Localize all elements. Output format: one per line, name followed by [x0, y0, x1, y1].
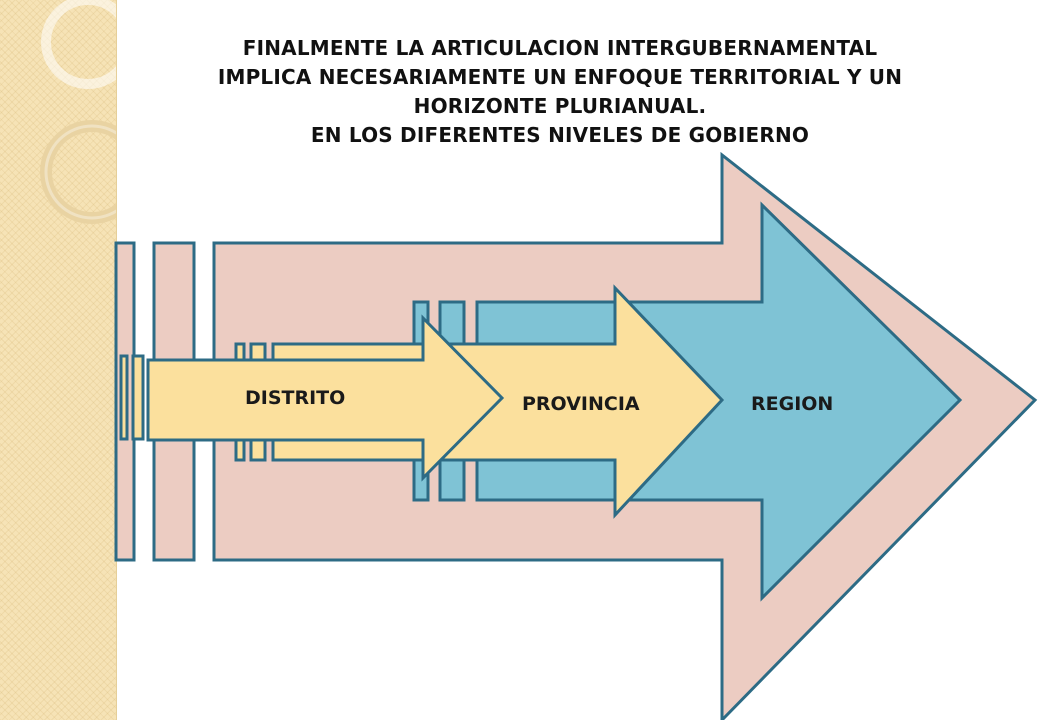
distrito-arrow-stripe [131, 354, 145, 441]
slide-title: FINALMENTE LA ARTICULACION INTERGUBERNAM… [150, 34, 970, 150]
title-line-2: IMPLICA NECESARIAMENTE UN ENFOQUE TERRIT… [217, 65, 903, 89]
provincia-label: PROVINCIA [522, 393, 640, 415]
decorative-rings-icon [40, 0, 116, 224]
distrito-arrow-stripe [119, 354, 129, 441]
title-line-4: EN LOS DIFERENTES NIVELES DE GOBIERNO [310, 123, 810, 147]
decorative-sidebar [0, 0, 117, 720]
distrito-label: DISTRITO [245, 387, 345, 409]
distrito-arrow [119, 314, 505, 482]
distrito-arrow-body [146, 314, 505, 482]
region-label: REGION [751, 393, 833, 415]
title-line-3: HORIZONTE PLURIANUAL. [413, 94, 707, 118]
title-line-1: FINALMENTE LA ARTICULACION INTERGUBERNAM… [242, 36, 878, 60]
